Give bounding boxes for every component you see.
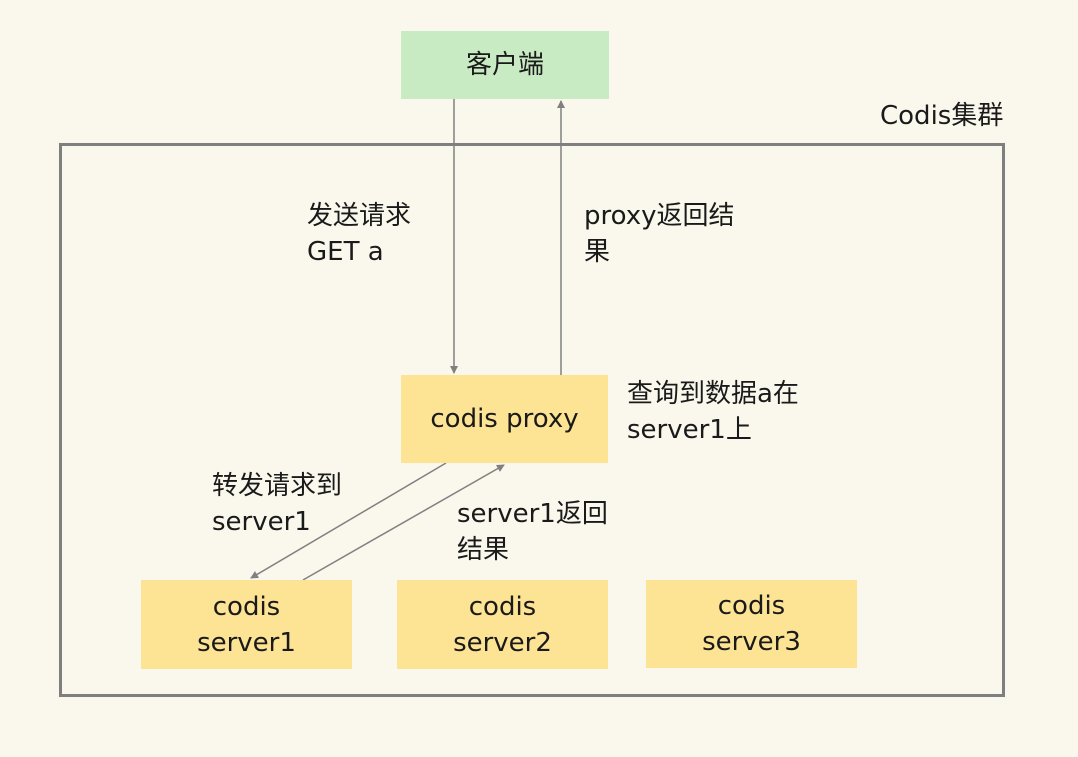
server2-label: codis server2 [453,591,552,658]
client-label: 客户端 [465,50,544,80]
codis-server3-node: codis server3 [646,580,857,668]
codis-server2-node: codis server2 [397,580,608,669]
send-request-label: 发送请求 GET a [307,201,412,267]
server1-label: codis server1 [197,591,296,658]
forward-request-label: 转发请求到 server1 [212,471,343,537]
codis-server1-node: codis server1 [141,580,352,669]
arrow-server1-to-proxy [302,464,505,581]
codis-proxy-node: codis proxy [401,375,608,463]
server1-return-label: server1返回 结果 [457,499,608,565]
client-node: 客户端 [401,31,609,99]
proxy-return-label: proxy返回结 果 [584,201,735,267]
cluster-title: Codis集群 [880,101,1004,131]
codis-cluster-frame [59,143,1005,697]
server3-label: codis server3 [702,591,801,657]
proxy-label: codis proxy [430,404,579,434]
arrow-proxy-to-server1 [250,462,447,579]
lookup-label: 查询到数据a在 server1上 [627,379,799,445]
